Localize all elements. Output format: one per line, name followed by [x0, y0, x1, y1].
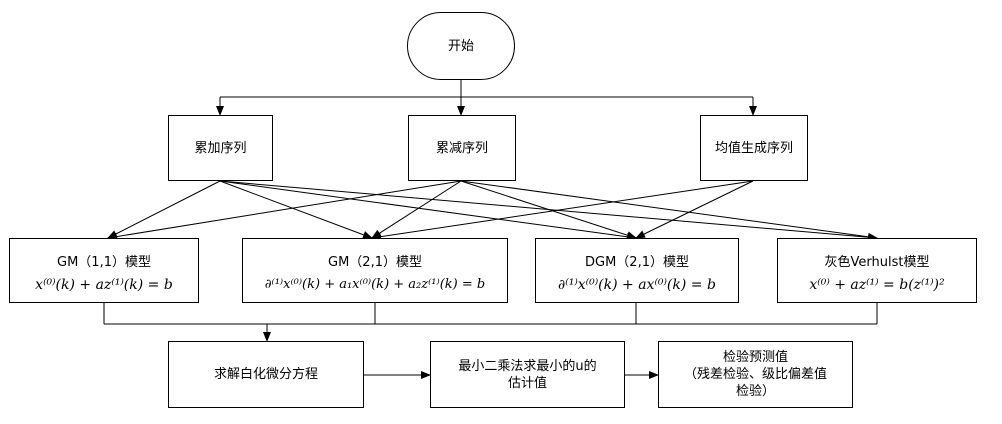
accumulate-sequence-box: 累加序列 — [168, 115, 273, 181]
arrow-reduce-dgm21 — [460, 180, 637, 240]
gm21-model-title: GM（2,1）模型 — [328, 255, 422, 270]
gm11-model-formula: x⁽⁰⁾(k) + az⁽¹⁾(k) = b — [35, 277, 173, 293]
start-node: 开始 — [407, 12, 515, 80]
dgm21-model-box: DGM（2,1）模型 ∂⁽¹⁾x⁽⁰⁾(k) + ax⁽⁰⁾(k) = b — [535, 238, 739, 303]
arrow-reduce-gm11 — [107, 180, 462, 241]
check-prediction-label: 检验预测值 （残差检验、级比偏差值 检验） — [683, 350, 827, 399]
arrow-reduce-verhulst — [460, 180, 878, 241]
arrow-mean-gm21 — [371, 180, 754, 241]
reduce-sequence-label: 累减序列 — [435, 140, 488, 156]
solve-equation-box: 求解白化微分方程 — [168, 341, 364, 408]
dgm21-model-title: DGM（2,1）模型 — [585, 255, 689, 270]
least-squares-box: 最小二乘法求最小的u的 估计值 — [430, 341, 625, 408]
arrow-mean-dgm21 — [635, 180, 754, 239]
verhulst-model-box: 灰色Verhulst模型 x⁽⁰⁾ + az⁽¹⁾ = b(z⁽¹⁾)² — [777, 238, 977, 303]
arrow-accumulate-gm21 — [219, 180, 373, 239]
verhulst-model-title: 灰色Verhulst模型 — [824, 255, 930, 270]
verhulst-model-formula: x⁽⁰⁾ + az⁽¹⁾ = b(z⁽¹⁾)² — [809, 277, 945, 293]
reduce-sequence-box: 累减序列 — [408, 115, 516, 181]
arrow-accumulate-gm11 — [107, 180, 221, 239]
check-prediction-box: 检验预测值 （残差检验、级比偏差值 检验） — [658, 341, 853, 408]
least-squares-label: 最小二乘法求最小的u的 估计值 — [458, 358, 597, 391]
start-label: 开始 — [447, 38, 474, 54]
gm11-model-title: GM（1,1）模型 — [57, 255, 151, 270]
mean-sequence-label: 均值生成序列 — [714, 140, 793, 156]
accumulate-sequence-label: 累加序列 — [194, 140, 247, 156]
arrow-accumulate-dgm21 — [219, 180, 637, 241]
gm21-model-formula: ∂⁽¹⁾x⁽⁰⁾(k) + a₁x⁽⁰⁾(k) + a₂z⁽¹⁾(k) = b — [264, 277, 486, 292]
gm21-model-box: GM（2,1）模型 ∂⁽¹⁾x⁽⁰⁾(k) + a₁x⁽⁰⁾(k) + a₂z⁽… — [242, 238, 508, 303]
mean-sequence-box: 均值生成序列 — [700, 115, 808, 181]
solve-equation-label: 求解白化微分方程 — [213, 367, 318, 382]
arrow-reduce-gm21 — [371, 180, 462, 239]
gm11-model-box: GM（1,1）模型 x⁽⁰⁾(k) + az⁽¹⁾(k) = b — [9, 238, 199, 303]
dgm21-model-formula: ∂⁽¹⁾x⁽⁰⁾(k) + ax⁽⁰⁾(k) = b — [558, 277, 716, 293]
